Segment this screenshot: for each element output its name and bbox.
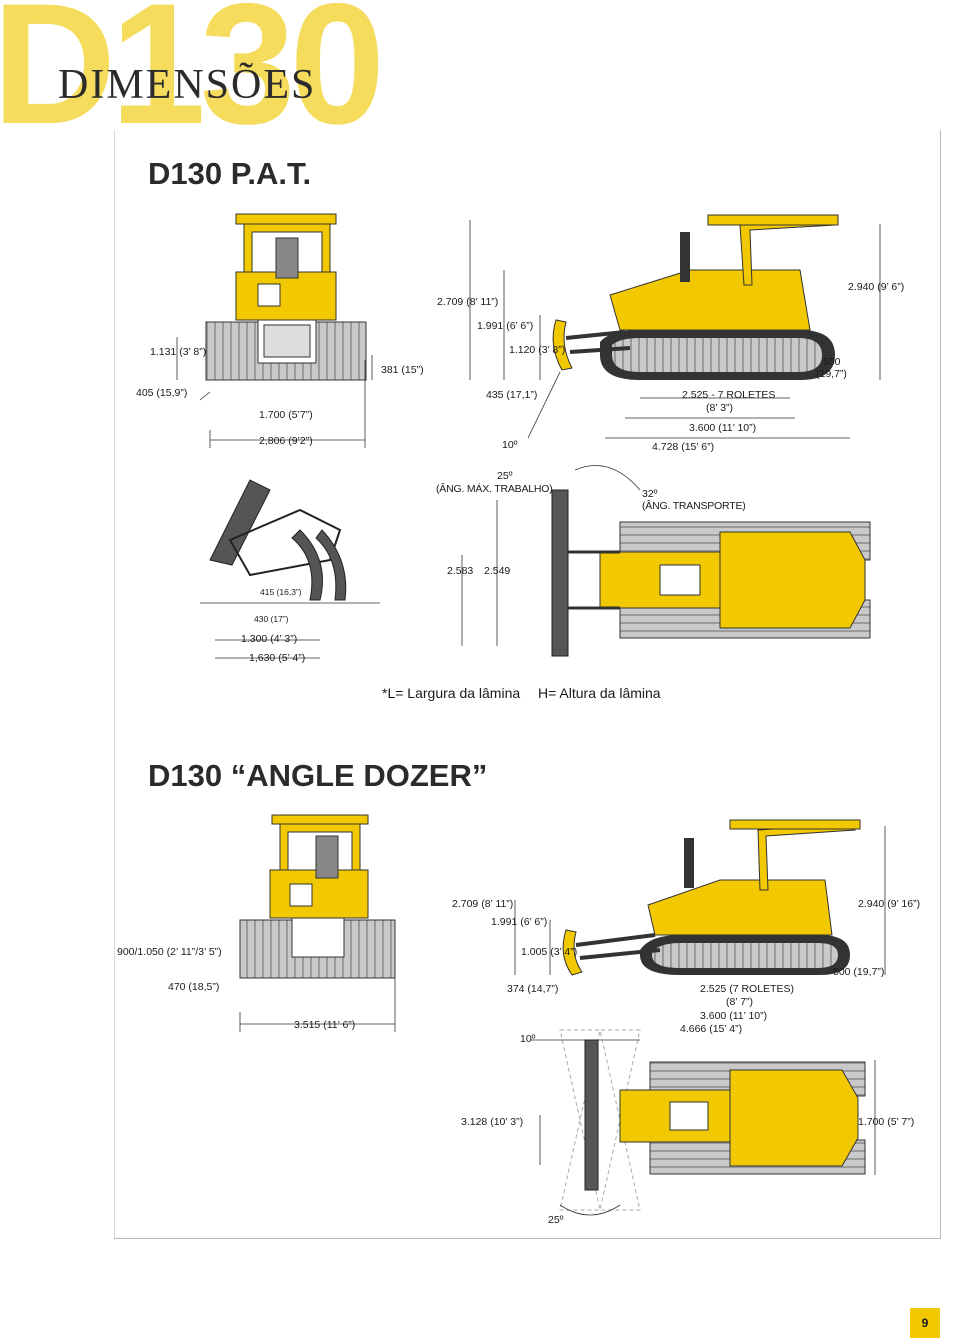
pat-front-ground-clearance: 405 (15,9”) (136, 387, 188, 399)
pat-front-height: 1.131 (3’ 8”) (150, 346, 207, 358)
angle-front-blade-width: 3.515 (11’ 6”) (294, 1019, 356, 1031)
pat-front-view (176, 213, 373, 448)
pat-ripper-depth2: 430 (17”) (254, 614, 289, 624)
pat-side-track-length: 3.600 (11’ 10”) (689, 422, 757, 434)
angle-side-blade-height: 1.005 (3’ 4”) (521, 946, 578, 958)
angle-front-blade-height: 900/1.050 (2’ 11”/3’ 5”) (117, 946, 222, 958)
pat-top-width2: 2.549 (484, 565, 511, 577)
pat-side-overall-length: 4.728 (15’ 6”) (652, 441, 715, 453)
angle-top-angle: 25º (548, 1214, 564, 1226)
angle-side-rollers-imperial: (8’ 7”) (726, 996, 754, 1008)
pat-top-angle-max: 25º (497, 470, 513, 482)
frame-right-line (940, 130, 941, 1238)
angle-side-angle: 10º (520, 1033, 536, 1045)
frame-left-line (114, 130, 115, 1238)
pat-ripper-width: 1,630 (5’ 4”) (249, 652, 306, 664)
section-title-pat: D130 P.A.T. (148, 156, 312, 191)
angle-side-blade-lift: 1.991 (6’ 6”) (491, 916, 548, 928)
angle-side-track-length: 3.600 (11’ 10”) (700, 1010, 768, 1022)
angle-top-view (539, 1029, 876, 1216)
page-number: 9 (910, 1308, 940, 1338)
angle-side-top-height: 2.709 (8’ 11”) (452, 898, 514, 910)
angle-side-overall-length: 4.666 (15’ 4”) (680, 1023, 743, 1035)
pat-side-cab-height: 2.940 (9’ 6”) (848, 281, 905, 293)
pat-side-view (469, 214, 881, 439)
angle-top-angled-width: 3.128 (10’ 3”) (461, 1116, 524, 1128)
pat-top-angle-max-label: (ÂNG. MÁX. TRABALHO) (436, 483, 553, 495)
angle-front-view (239, 814, 396, 1032)
pat-top-view (461, 465, 871, 657)
angle-front-depth: 470 (18,5”) (168, 981, 220, 993)
section-title-angle-dozer: D130 “ANGLE DOZER” (148, 758, 488, 793)
pat-side-grouser-imperial: (19,7”) (816, 368, 847, 380)
frame-bottom-line (114, 1238, 941, 1239)
legend-blade-height: H= Altura da lâmina (538, 685, 661, 701)
pat-top-angle-transport-label: (ÂNG. TRANSPORTE) (642, 500, 746, 512)
pat-front-gauge: 1.700 (5’7”) (259, 409, 313, 421)
pat-side-blade-angle: 10º (502, 439, 518, 451)
legend-blade-width: *L= Largura da lâmina (382, 685, 521, 701)
angle-side-view (514, 819, 886, 1041)
pat-ripper-depth1: 415 (16,3”) (260, 587, 302, 597)
model-watermark: D130 (0, 0, 385, 160)
pat-side-blade-depth: 435 (17,1”) (486, 389, 538, 401)
pat-front-shoe-width: 381 (15”) (381, 364, 424, 376)
pat-side-blade-height: 1.120 (3’ 8”) (509, 344, 566, 356)
pat-side-top-height: 2.709 (8’ 11”) (437, 296, 499, 308)
pat-top-angle-transport: 32º (642, 488, 658, 500)
page-title: DIMENSÕES (58, 62, 317, 108)
pat-side-rollers-imperial: (8’ 3”) (706, 402, 734, 414)
angle-side-cab-height: 2.940 (9’ 16”) (858, 898, 921, 910)
pat-side-blade-lift: 1.991 (6’ 6”) (477, 320, 534, 332)
pat-side-grouser: 500 (823, 356, 841, 368)
angle-side-grouser: 500 (19,7”) (833, 966, 885, 978)
pat-ripper-spacing: 1.300 (4’ 3”) (241, 633, 298, 645)
angle-top-gauge: 1.700 (5’ 7”) (858, 1116, 915, 1128)
pat-side-rollers: 2.525 - 7 ROLETES (682, 389, 776, 401)
pat-ripper-view (200, 479, 380, 659)
pat-front-blade-width: 2,806 (9’2”) (259, 435, 313, 447)
angle-side-rollers: 2.525 (7 ROLETES) (700, 983, 794, 995)
angle-side-blade-depth: 374 (14,7”) (507, 983, 559, 995)
pat-top-width1: 2.583 (447, 565, 474, 577)
